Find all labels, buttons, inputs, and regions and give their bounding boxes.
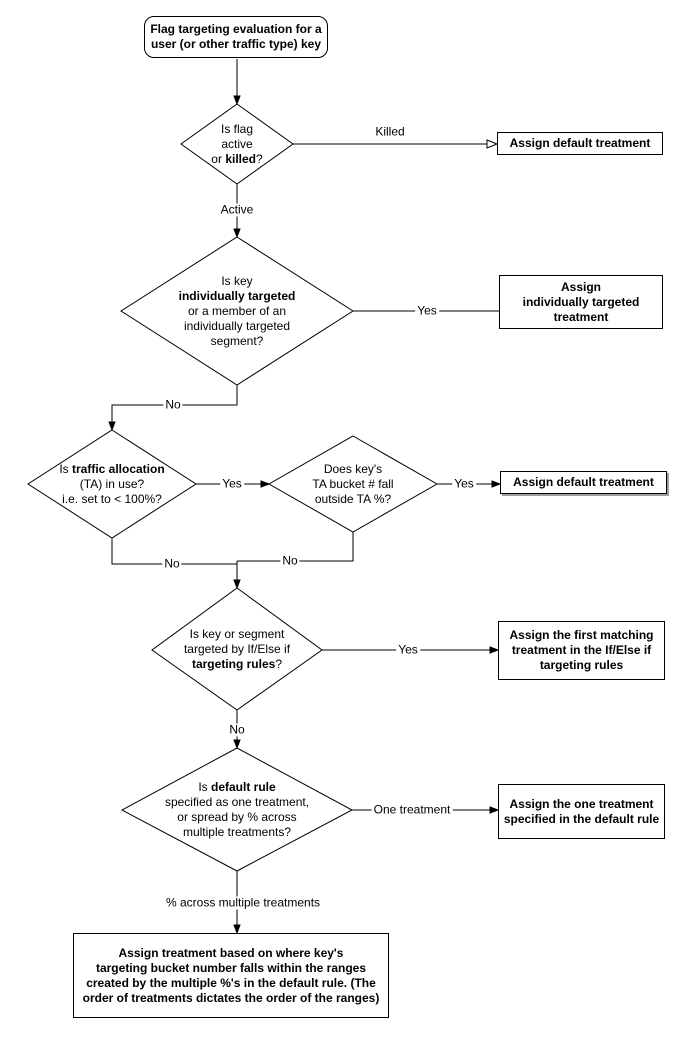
decision-line: segment?: [210, 333, 264, 348]
decision-line: multiple treatments?: [182, 824, 292, 839]
start-node: Flag targeting evaluation for a user (or…: [144, 16, 328, 58]
edge-label-no-3: No: [280, 553, 300, 568]
outcome-assign-default-treatment-1: Assign default treatment: [497, 132, 663, 155]
edge-label-pct-across: % across multiple treatments: [163, 895, 323, 910]
decision-line: Is flag: [220, 121, 253, 136]
outcome-assign-individually-targeted-treatment: Assign individually targeted treatment: [499, 275, 663, 329]
connector-d4-no: [237, 532, 354, 562]
decision-traffic-allocation-shape: [27, 429, 197, 539]
edge-label-active: Active: [218, 202, 256, 217]
edge-label-no-4: No: [227, 722, 247, 737]
edge-label-killed: Killed: [373, 124, 407, 139]
decision-line: TA bucket # fall: [312, 476, 394, 491]
decision-line: Is key: [221, 273, 253, 288]
decision-if-else-targeting-rules-text: Is key or segment targeted by If/Else if…: [152, 588, 322, 710]
edge-label-no-1: No: [163, 397, 183, 412]
decision-line: Is default rule: [198, 779, 276, 794]
decision-line: or a member of an: [187, 303, 287, 318]
outcome-assign-treatment-by-ranges: Assign treatment based on where key's ta…: [73, 933, 389, 1018]
decision-line: Does key's: [323, 461, 383, 476]
edge-label-yes-2: Yes: [220, 476, 244, 491]
decision-line: or spread by % across: [177, 809, 297, 824]
edge-label-yes-3: Yes: [452, 476, 476, 491]
edge-label-yes-1: Yes: [415, 303, 439, 318]
decision-line: individually targeted: [178, 288, 296, 303]
decision-line: Is traffic allocation: [59, 461, 165, 476]
decision-ta-bucket-outside-text: Does key's TA bucket # fall outside TA %…: [269, 436, 437, 532]
decision-ta-bucket-outside-shape: [267, 435, 439, 533]
decision-line: specified as one treatment,: [164, 794, 310, 809]
decision-line: active: [221, 136, 253, 151]
decision-line: (TA) in use?: [79, 476, 145, 491]
decision-line: or killed?: [211, 151, 263, 166]
decision-individually-targeted-shape: [120, 236, 354, 386]
decision-if-else-targeting-rules-shape: [151, 587, 323, 711]
outcome-assign-first-matching-treatment: Assign the first matching treatment in t…: [498, 621, 665, 680]
decision-line: Is key or segment: [189, 626, 285, 641]
decision-default-rule-text: Is default rule specified as one treatme…: [122, 748, 352, 871]
edge-label-no-2: No: [162, 556, 182, 571]
edge-label-one-treatment: One treatment: [371, 802, 453, 817]
decision-line: targeted by If/Else if: [183, 641, 291, 656]
decision-line: individually targeted: [183, 318, 291, 333]
edge-label-yes-4: Yes: [396, 642, 420, 657]
decision-line: targeting rules?: [191, 656, 283, 671]
decision-traffic-allocation-text: Is traffic allocation (TA) in use? i.e. …: [28, 430, 196, 538]
connector-d3-no: [111, 538, 237, 565]
decision-line: outside TA %?: [314, 491, 392, 506]
outcome-assign-default-treatment-2: Assign default treatment: [500, 471, 667, 494]
outcome-assign-one-treatment: Assign the one treatment specified in th…: [498, 784, 665, 839]
decision-flag-active-or-killed-shape: [180, 103, 294, 185]
decision-default-rule-shape: [120, 747, 354, 872]
decision-individually-targeted-text: Is key individually targeted or a member…: [121, 237, 353, 385]
decision-flag-active-or-killed-text: Is flag active or killed?: [181, 104, 293, 184]
decision-line: i.e. set to < 100%?: [62, 491, 162, 506]
